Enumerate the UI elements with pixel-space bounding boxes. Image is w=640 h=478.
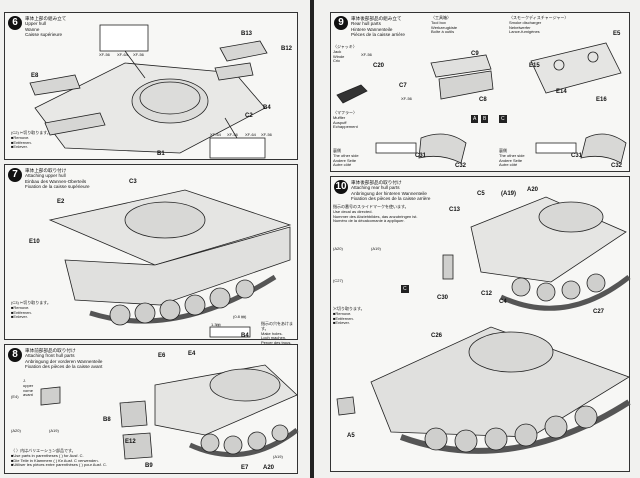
- step10-variant-c27: (C27): [333, 278, 344, 283]
- step9-badge-b: B: [481, 115, 489, 123]
- step7-panel: 7 車体上部の取り付け Attaching upper hull Einbau …: [4, 164, 298, 345]
- step10-part-a20: A20: [527, 187, 539, 193]
- step9-part-c32: C32: [455, 163, 467, 169]
- step10-part-c4: C4: [499, 299, 507, 305]
- step9-jack-label: 〈ジャッキ〉 Jack Winde Cric: [333, 44, 357, 64]
- step6-xf-5: XF-56: [227, 132, 238, 137]
- step6-number: 6: [8, 16, 22, 30]
- step9-smoke-label: 〈スモークディスチャージャー〉 Smoke discharger Nebelwe…: [509, 15, 569, 35]
- step10-part-a19: (A19): [501, 191, 517, 197]
- step8-title: 車体前部部品の取り付け Attaching front hull parts A…: [25, 348, 103, 370]
- step10-variant-a19: (A19): [371, 246, 381, 251]
- step10-badge-c: C: [401, 285, 409, 293]
- step10-drawing: [336, 196, 631, 454]
- step9-part-c20: C20: [373, 63, 385, 69]
- step10-decal-note: 指示の番号のスライドマークを使います。 Use decal as directe…: [333, 204, 418, 224]
- step7-part-e10: E10: [29, 239, 40, 245]
- step6-xf-2: XF-64: [117, 52, 128, 57]
- step8-panel: 8 車体前部部品の取り付け Attaching front hull parts…: [4, 344, 299, 474]
- step10-part-c12: C12: [481, 291, 493, 297]
- step10-variant-a20: (A20): [333, 246, 343, 251]
- step6-xf-7: XF-56: [261, 132, 272, 137]
- binding-spine: [310, 0, 314, 478]
- step7-drawing: [48, 189, 292, 338]
- step7-title: 車体上部の取り付け Attaching upper hull Einbau de…: [25, 168, 90, 190]
- step7-hole-note: 指示の穴をあけます。 Make holes. Loch machen. Perc…: [261, 321, 293, 346]
- step8-part-e6: E6: [158, 353, 166, 359]
- step10-part-c13: C13: [449, 207, 461, 213]
- step10-cut-note: ✂切り取ります。 ■Remove. ■Entfernen. ■Enlever.: [333, 306, 365, 326]
- step9-part-c32b: C32: [611, 163, 623, 169]
- step8-part-e12: E12: [125, 439, 136, 445]
- step9-toolbox-label: 〈工具箱〉 Tool box Werkzeugkiste Boîte à out…: [431, 15, 458, 35]
- step8-part-b9: B9: [145, 463, 153, 469]
- step6-part-b1: B1: [157, 151, 165, 157]
- step6-cut-note: (C2) ✂切り取ります。 ■Remove. ■Entfernen. ■Enle…: [11, 130, 51, 150]
- step10-part-c27: C27: [593, 309, 605, 315]
- step7-dim-a: (0.8 ㎜): [233, 314, 247, 319]
- step6-xf-1: XF-56: [99, 52, 110, 57]
- step10-panel: 10 車体後部部品の取り付け Attaching rear hull parts…: [330, 176, 631, 472]
- step9-xf-1: XF-56: [361, 52, 372, 57]
- step9-part-c31b: C31: [571, 153, 583, 159]
- step6-part-b12: B12: [281, 46, 293, 52]
- step9-number: 9: [334, 16, 348, 30]
- step7-number: 7: [8, 168, 22, 182]
- step8-variant-note: （ ）内はバリエーション部品です。 ■Use parts in parenthe…: [11, 448, 108, 468]
- step9-part-c31: C31: [415, 153, 427, 159]
- step9-part-c8: C8: [479, 97, 487, 103]
- step6-xf-3: XF-56: [133, 52, 144, 57]
- step8-number: 8: [8, 348, 22, 362]
- step9-xf-2: XF-56: [401, 96, 412, 101]
- step8-part-a20: A20: [263, 465, 275, 471]
- step9-panel: 9 車体後部部品の組み立て Rear hull parts Hintere Wa…: [330, 12, 630, 172]
- step6-part-b4: B4: [263, 105, 271, 111]
- step8-part-b8: B8: [103, 417, 111, 423]
- step8-drawing: [40, 364, 299, 460]
- step9-badge-a: A: [471, 115, 479, 123]
- step8-jack-note: J. upper vorne avant: [23, 378, 34, 398]
- step7-part-c3: C3: [129, 179, 137, 185]
- step10-part-a5: A5: [347, 433, 355, 439]
- step7-dim-b: 1.3㎜: [211, 322, 221, 327]
- step9-muffler-label: 〈マフラー〉 Muffler Auspuff Echappement: [333, 110, 358, 130]
- step9-badge-c: C: [499, 115, 507, 123]
- step10-part-c26: C26: [431, 333, 443, 339]
- step6-part-e8: E8: [31, 73, 39, 79]
- step9-part-e16: E16: [596, 97, 607, 103]
- step6-title: 車体上部の組み立て Upper hull Wanne Caisse supéri…: [25, 16, 67, 38]
- step9-part-e14: E14: [556, 89, 567, 95]
- step6-xf-6: XF-64: [245, 132, 256, 137]
- step6-panel: 6 車体上部の組み立て Upper hull Wanne Caisse supé…: [4, 12, 298, 160]
- step9-other-side: 裏側 The other side Andere Seite Autre côt…: [333, 148, 359, 168]
- step7-part-e2: E2: [57, 199, 65, 205]
- step10-part-c30: C30: [437, 295, 449, 301]
- step7-part-b4: B4: [241, 333, 249, 339]
- step8-variant-a19b: (A19): [273, 454, 283, 459]
- step9-title: 車体後部部品の組み立て Rear hull parts Hintere Wann…: [351, 16, 405, 38]
- step8-variant-a20: (A20): [11, 428, 21, 433]
- step9-other-side-2: 裏側 The other side Andere Seite Autre côt…: [499, 148, 525, 168]
- step9-part-e15: E15: [529, 63, 540, 69]
- step9-part-c7: C7: [399, 83, 407, 89]
- step8-e4-variant: (E4): [11, 394, 19, 399]
- step8-variant-a19: (A19): [49, 428, 59, 433]
- step10-number: 10: [334, 180, 348, 194]
- step7-cut-note: (C3) ✂切り取ります。 ■Remove. ■Entfernen. ■Enle…: [11, 300, 51, 320]
- step6-xf-4: XF-64: [210, 132, 221, 137]
- step6-part-c2: C2: [245, 113, 253, 119]
- step10-title: 車体後部部品の取り付け Attaching rear hull parts An…: [351, 180, 431, 202]
- step9-part-c9: C9: [471, 51, 479, 57]
- step10-part-c5: C5: [477, 191, 485, 197]
- step6-part-b13: B13: [241, 31, 253, 37]
- step6-drawing: [29, 24, 268, 159]
- step9-drawing: [336, 42, 627, 164]
- step9-part-e5: E5: [613, 31, 621, 37]
- step8-part-e7: E7: [241, 465, 249, 471]
- step8-part-e4: E4: [188, 351, 196, 357]
